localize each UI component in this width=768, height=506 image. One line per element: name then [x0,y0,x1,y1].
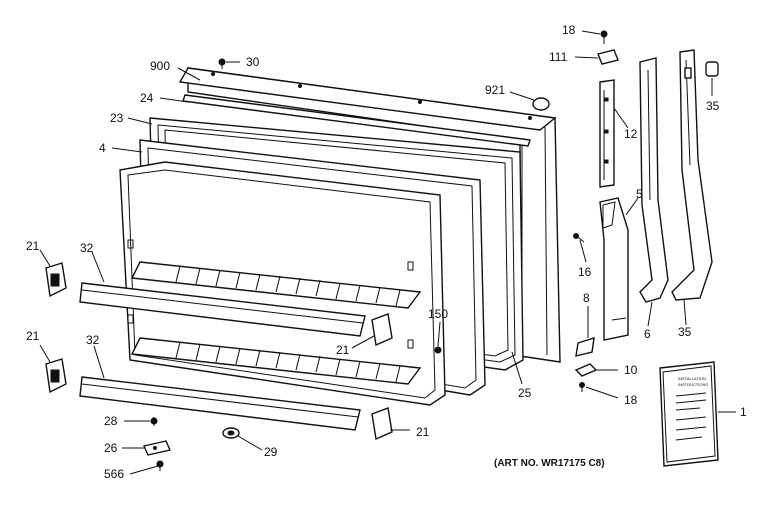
callout-30: 30 [246,55,260,69]
callout-1: 1 [740,405,747,419]
callout-566: 566 [104,467,124,481]
shelf-end-cap-upper-right [371,313,393,347]
plug-button [532,97,550,111]
callout-5: 5 [636,187,643,201]
hinge-cap [597,49,619,65]
callout-111: 111 [549,50,568,64]
shim [575,337,595,357]
plug-button-29 [222,427,240,439]
trim-strip [599,79,615,188]
callout-21-upper-left: 21 [26,239,40,253]
screw-28 [150,417,158,426]
callout-35-top: 35 [706,99,720,113]
manual-title-line-2: INSTRUCTIONS [678,382,708,387]
instruction-manual: INSTALLATION INSTRUCTIONS [659,361,719,467]
callout-6: 6 [644,327,651,341]
screw-150 [434,346,442,354]
callout-32-lower: 32 [86,333,100,347]
callout-4: 4 [99,141,106,155]
shelf-bar-lower [79,376,361,431]
door-seal-strip [182,94,531,147]
callout-21-lower-left: 21 [26,329,40,343]
callout-16: 16 [578,265,592,279]
callout-18-bottom: 18 [624,393,638,407]
screw-16 [573,233,585,243]
handle-end-cap [705,61,719,77]
shelf-bar-upper [79,282,366,337]
callout-28: 28 [104,414,118,428]
screw-566 [156,460,164,471]
screw-30 [218,58,226,69]
door-handle-6 [639,57,669,303]
inner-door-liner [119,139,486,406]
callout-25: 25 [518,386,532,400]
screw-18-bottom [579,382,585,392]
shelf-end-cap-lower-left [45,358,67,394]
manual-title-line-1: INSTALLATION [678,376,706,381]
callout-921: 921 [485,83,505,97]
callout-8: 8 [583,291,590,305]
art-number: (ART NO. WR17175 C8) [494,458,605,469]
shelf-end-cap-lower-right [371,407,393,441]
callout-21-upper-right: 21 [336,343,350,357]
callout-23: 23 [110,111,124,125]
door-stop [143,440,171,456]
screw-18-top [600,30,608,44]
callout-12: 12 [624,127,638,141]
callout-21-lower-right: 21 [416,425,430,439]
door-handle-35 [671,49,713,301]
pivot-pin [574,363,598,377]
callout-150: 150 [428,307,448,321]
callout-18-top: 18 [562,23,576,37]
leader-lines [39,30,736,475]
callout-26: 26 [104,441,118,455]
callout-35-bottom: 35 [678,325,692,339]
callout-labels: 900 30 24 921 23 4 18 111 12 35 5 21 32 … [26,23,747,481]
callout-32-upper: 32 [80,241,94,255]
callout-900: 900 [150,59,170,73]
callout-29: 29 [264,445,278,459]
shelf-end-cap-upper-left [45,262,67,298]
callout-10: 10 [624,363,638,377]
callout-24: 24 [140,91,154,105]
hinge-bracket [599,197,629,341]
